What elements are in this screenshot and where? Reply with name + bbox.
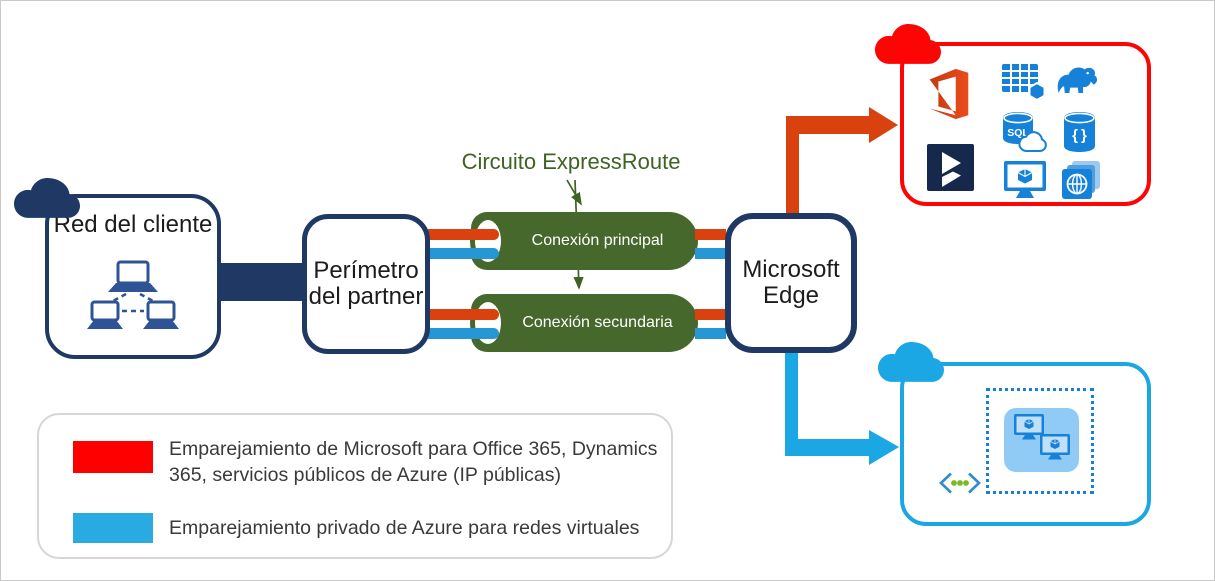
microsoft-peering-arrow (786, 107, 898, 215)
virtual-network-icon (939, 472, 981, 494)
secondary-connection-pipe: Conexión secundaria (470, 294, 698, 352)
virtual-machines-icon (1014, 414, 1070, 460)
microsoft-edge-label: Microsoft Edge (742, 256, 840, 309)
secondary-connection-label: Conexión secundaria (522, 314, 673, 331)
microsoft-edge-box: Microsoft Edge (725, 213, 857, 353)
primary-connection-label: Conexión principal (531, 232, 664, 249)
private-peering-line (695, 248, 726, 259)
microsoft-peering-line (695, 309, 726, 320)
customer-partner-connector (221, 263, 307, 301)
pipe-opening (470, 297, 506, 349)
legend-swatch-microsoft-peering (73, 441, 153, 473)
microsoft-peering-line (428, 229, 499, 240)
web-apps-icon (1062, 161, 1100, 199)
legend-swatch-private-peering (73, 513, 153, 543)
svg-text:SQL: SQL (1007, 127, 1029, 139)
table-storage-icon (1002, 64, 1046, 102)
cosmos-db-icon: { } (1064, 112, 1095, 152)
microsoft-peering-line (695, 229, 726, 240)
virtual-network-box (900, 362, 1151, 526)
circuit-title: Circuito ExpressRoute (461, 149, 681, 174)
partner-edge-box: Perímetro del partner (302, 214, 430, 354)
legend-label-private-peering: Emparejamiento privado de Azure para red… (169, 517, 640, 539)
private-peering-line (695, 328, 726, 339)
legend: Emparejamiento de Microsoft para Office … (37, 413, 673, 559)
private-peering-arrow (785, 352, 899, 465)
microsoft-peering-line (428, 309, 499, 320)
customer-network-box: Red del cliente (45, 194, 221, 359)
virtual-machine-icon (1004, 161, 1046, 198)
customer-network-label: Red del cliente (53, 211, 213, 238)
private-peering-line (428, 328, 499, 339)
office-365-icon (929, 68, 969, 120)
legend-label-microsoft-peering: Emparejamiento de Microsoft para Office … (169, 438, 658, 486)
circuit-arrow-primary (566, 179, 582, 206)
vnet-boundary (986, 388, 1094, 494)
partner-edge-label: Perímetro del partner (308, 257, 424, 310)
sql-database-icon: SQL (1003, 112, 1047, 152)
primary-connection-pipe: Conexión principal (470, 212, 698, 270)
vm-subnet (1004, 408, 1079, 472)
svg-text:{ }: { } (1072, 127, 1087, 144)
hdinsight-hadoop-icon (1057, 67, 1098, 93)
customer-network-icon (87, 260, 179, 329)
public-services-box: SQL { } (900, 42, 1151, 206)
dynamics-365-icon (927, 144, 974, 191)
private-peering-line (428, 248, 499, 259)
